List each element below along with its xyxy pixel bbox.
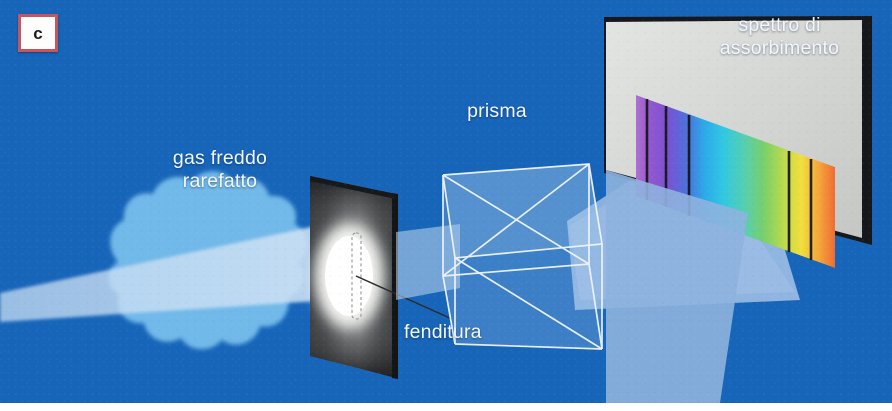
label-spettro-di-assorbimento: spettro di assorbimento [719,14,840,59]
label-prisma: prisma [467,100,527,122]
beam-overlay-on-screen [606,170,748,403]
slit-screen-plate [310,176,398,379]
panel-letter: c [33,23,43,43]
bottom-white-margin [0,403,892,411]
label-gas-freddo-rarefatto: gas freddo rarefatto [172,147,268,192]
incident-light-beam [0,223,332,322]
label-fenditura: fenditura [404,321,482,343]
slit-aperture [351,232,362,320]
glass-prism [442,163,603,350]
panel-letter-badge: c [18,14,58,52]
